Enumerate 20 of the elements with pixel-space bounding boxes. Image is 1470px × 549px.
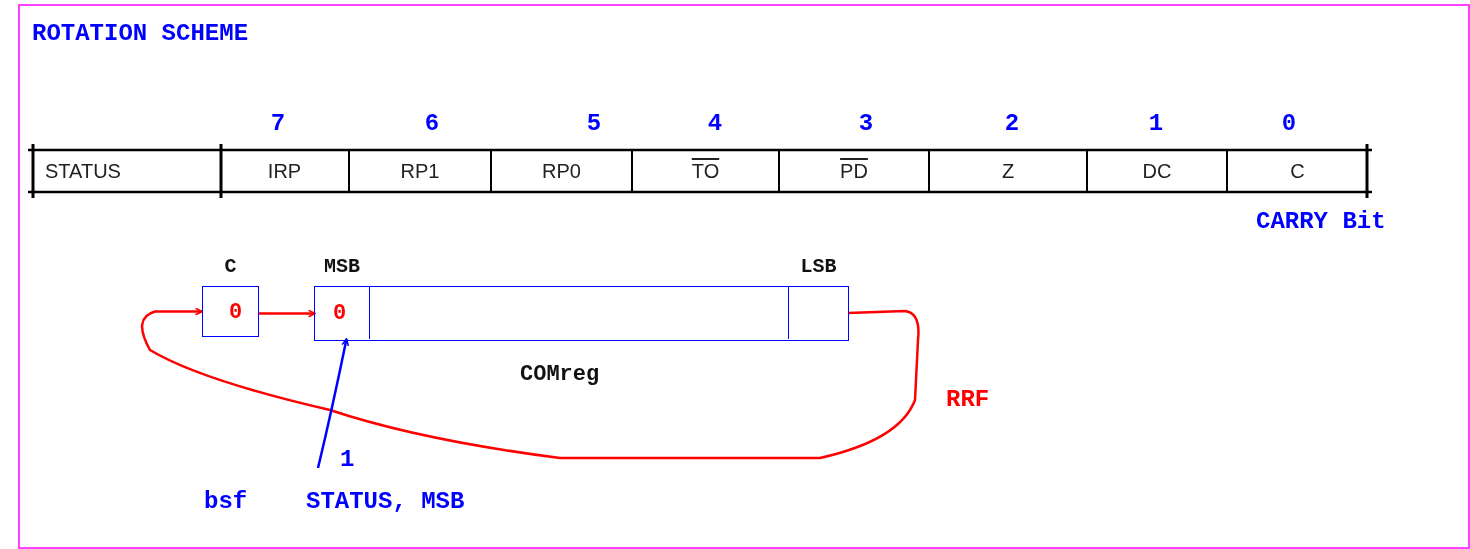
diagram-title: ROTATION SCHEME [32,20,249,47]
bit-number: 2 [1004,110,1020,137]
bit-number: 6 [424,110,440,137]
bit-number: 5 [586,110,602,137]
register-name: COMreg [520,362,600,387]
bit-number: 1 [1148,110,1164,137]
cell-heading: MSB [324,255,360,278]
register-field: STATUS [33,150,221,192]
bit-number: 3 [858,110,874,137]
cell-heading: C [224,255,237,278]
cell-heading: LSB [800,255,837,278]
bit-number: 4 [707,110,723,137]
bit-number: 7 [270,110,286,137]
instruction-label: bsf [204,488,248,515]
instruction-label: RRF [946,386,990,413]
carry-bit-label: CARRY Bit [1256,208,1386,235]
bit-value: 0 [229,299,243,324]
bit-number: 0 [1281,110,1297,137]
instruction-operand: STATUS, MSB [306,488,465,515]
bit-value: 0 [333,300,347,326]
